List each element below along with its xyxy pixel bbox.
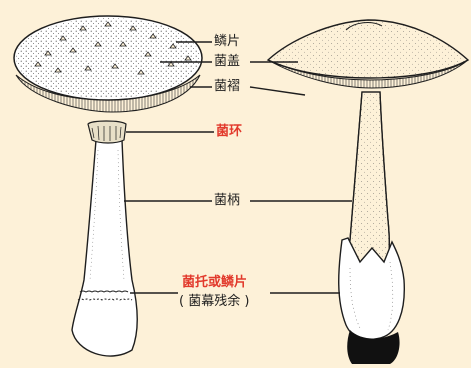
label-scales: 鳞片 xyxy=(212,34,242,50)
right-mushroom xyxy=(268,20,468,364)
right-cap xyxy=(268,20,468,78)
right-stem xyxy=(349,92,389,275)
label-stipe: 菌柄 xyxy=(212,193,242,209)
label-volva: 菌托或鳞片 xyxy=(180,275,249,291)
leader-gills-right xyxy=(250,87,305,95)
label-volva-note: ( 菌幕残余 ) xyxy=(177,294,251,310)
label-gills: 菌褶 xyxy=(212,79,242,95)
left-stem xyxy=(72,140,137,356)
label-cap: 菌盖 xyxy=(212,54,242,70)
right-volva xyxy=(339,238,405,339)
label-ring: 菌环 xyxy=(214,124,244,140)
left-mushroom xyxy=(14,16,202,356)
